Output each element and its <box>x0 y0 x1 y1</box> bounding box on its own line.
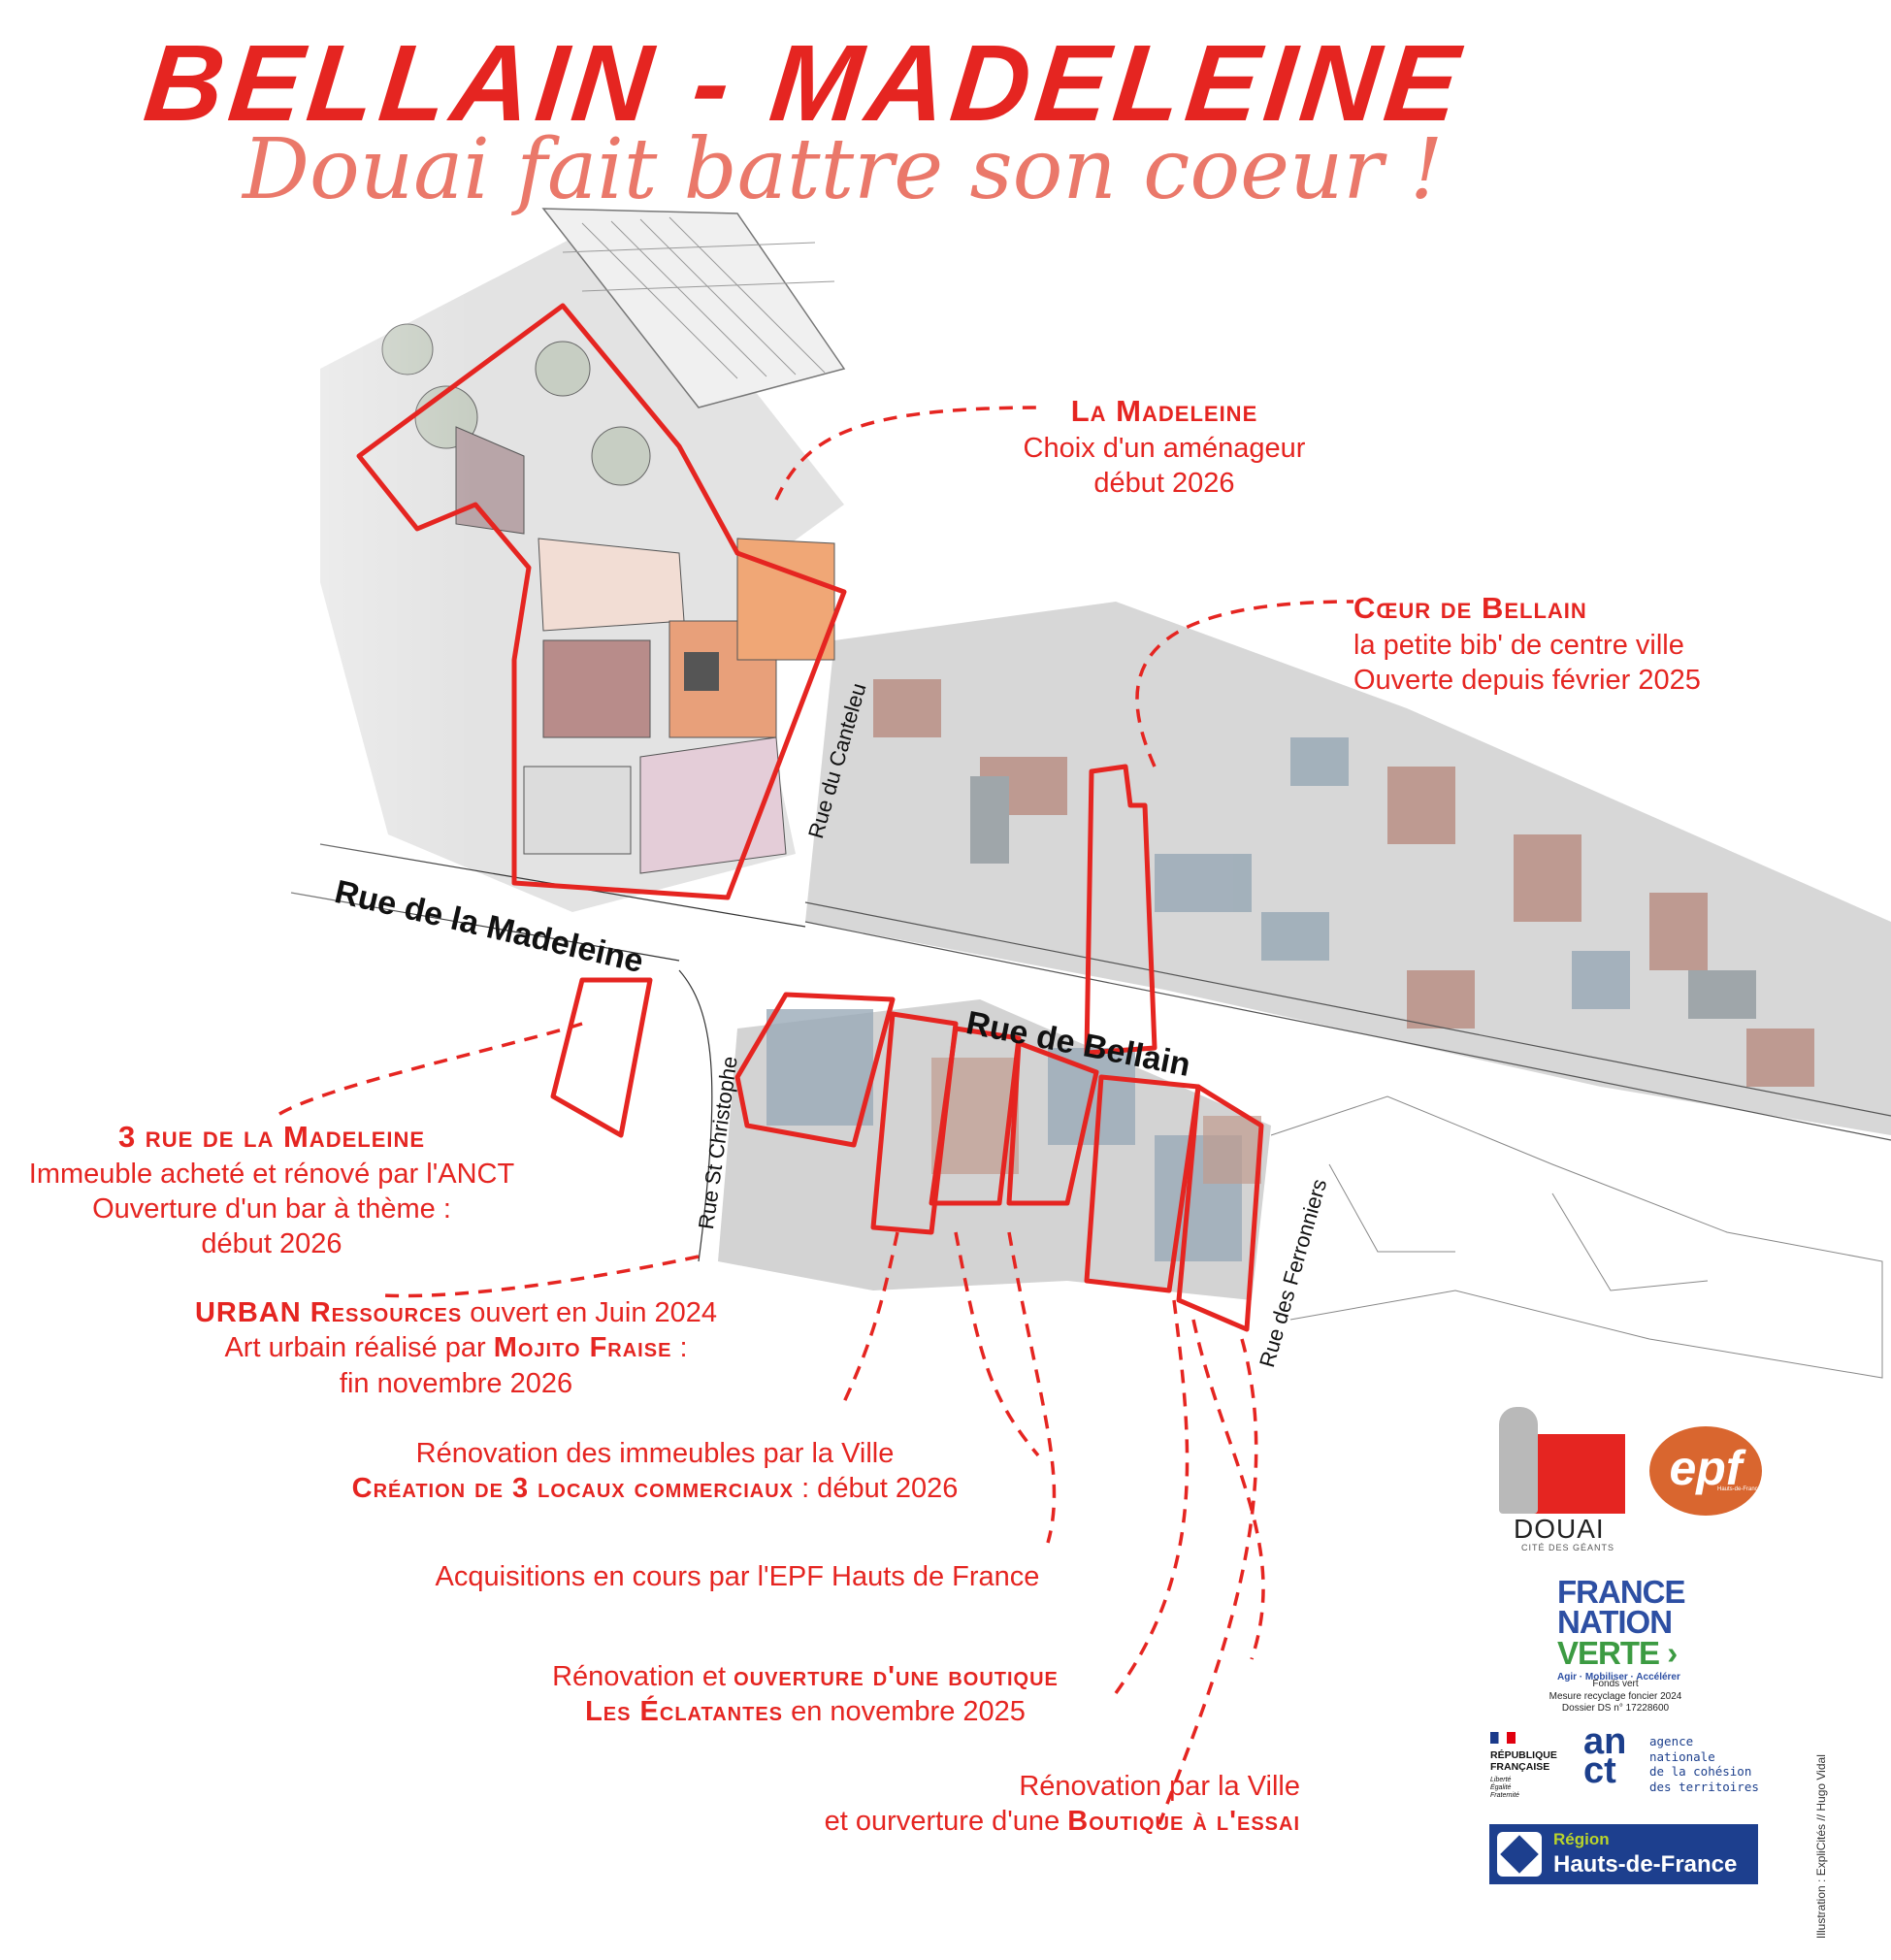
region-hauts-de-france-logo: Région Hauts-de-France <box>1489 1824 1758 1884</box>
annotation-text: : <box>671 1332 688 1364</box>
annotation-line: Acquisitions en cours par l'EPF Hauts de… <box>435 1561 1040 1592</box>
poster-subtitle: Douai fait battre son coeur ! <box>243 121 1444 218</box>
annotation-la-madeleine: La Madeleine Choix d'un aménageur début … <box>1009 393 1320 501</box>
annotation-line: Immeuble acheté et rénové par l'ANCT <box>28 1158 515 1190</box>
annotation-line: fin novembre 2026 <box>339 1367 573 1399</box>
annotation-coeur-bellain: Cœur de Bellain la petite bib' de centre… <box>1353 590 1848 698</box>
annotation-line: et ourverture d'une Boutique à l'essai <box>621 1804 1300 1839</box>
region-label: Région <box>1553 1830 1610 1848</box>
annotation-highlight: ouverture d'une boutique <box>734 1661 1059 1692</box>
epf-logo-name: epf <box>1669 1441 1743 1495</box>
anct-logo: an ct <box>1583 1721 1627 1792</box>
annotation-line: début 2026 <box>1093 468 1235 499</box>
fonds-line: Mesure recyclage foncier 2024 <box>1549 1690 1682 1702</box>
annotation-renovation-ville: Rénovation des immeubles par la Ville Cr… <box>243 1436 1067 1507</box>
annotation-3-rue-madeleine: 3 rue de la Madeleine Immeuble acheté et… <box>19 1119 524 1262</box>
annotation-highlight: Création de 3 locaux commerciaux <box>351 1473 795 1505</box>
anct-line: de la cohésion <box>1649 1764 1752 1780</box>
annotation-text: en novembre 2025 <box>783 1696 1026 1728</box>
annotation-text: ouvert en Juin 2024 <box>462 1297 718 1328</box>
annotation-line: Rénovation par la Ville <box>1019 1771 1300 1802</box>
rf-line: FRANÇAISE <box>1490 1761 1550 1774</box>
fnv-verte: VERTE <box>1557 1634 1660 1671</box>
annotation-highlight: Boutique à l'essai <box>1067 1806 1300 1838</box>
annotation-line: Les Éclatantes en novembre 2025 <box>466 1694 1145 1729</box>
giant-figure-icon <box>1499 1407 1538 1514</box>
republique-francaise-logo: RÉPUBLIQUE FRANÇAISE Liberté Égalité Fra… <box>1490 1732 1578 1799</box>
illustration-credit: Illustration : ExpliCités // Hugo Vidal <box>1814 1754 1828 1939</box>
annotation-line: Ouverture d'un bar à thème : <box>92 1193 451 1225</box>
annotation-line: Art urbain réalisé par Mojito Fraise : <box>136 1330 776 1365</box>
anct-name: agence nationale de la cohésion des terr… <box>1649 1734 1766 1795</box>
anct-line: des territoires <box>1649 1779 1759 1794</box>
annotation-text: : début 2026 <box>794 1473 959 1505</box>
rf-motto-line: Égalité <box>1490 1783 1512 1791</box>
project-outlines <box>356 303 1264 1332</box>
annotation-line: URBAN Ressources ouvert en Juin 2024 <box>136 1295 776 1330</box>
fnv-tagline: Agir · Mobiliser · Accélérer <box>1557 1672 1680 1683</box>
rf-motto-line: Fraternité <box>1490 1791 1519 1799</box>
fonds-line: Fonds vert <box>1592 1679 1639 1689</box>
rf-motto-line: Liberté <box>1490 1777 1512 1784</box>
rf-motto: Liberté Égalité Fraternité <box>1490 1777 1578 1799</box>
annotation-text: Rénovation et <box>552 1661 734 1692</box>
france-nation-verte-logo: FRANCE NATION VERTE › Agir · Mobiliser ·… <box>1557 1574 1693 1683</box>
region-name: Hauts-de-France <box>1553 1851 1738 1878</box>
annotation-line: Rénovation et ouverture d'une boutique <box>466 1659 1145 1694</box>
douai-logo: DOUAI CITÉ DES GÉANTS <box>1484 1407 1630 1552</box>
rf-line: RÉPUBLIQUE <box>1490 1749 1557 1761</box>
annotation-text: Art urbain réalisé par <box>224 1332 494 1364</box>
annotation-highlight: Les Éclatantes <box>585 1696 784 1728</box>
annotation-eclatantes: Rénovation et ouverture d'une boutique L… <box>466 1659 1145 1730</box>
annotation-highlight: URBAN Ressources <box>194 1297 463 1328</box>
fnv-line: VERTE › <box>1557 1634 1693 1671</box>
annotation-heading: La Madeleine <box>1070 394 1258 428</box>
french-flag-icon <box>1490 1732 1516 1744</box>
annotation-line: la petite bib' de centre ville <box>1353 629 1684 661</box>
leader-lines <box>276 406 1354 1825</box>
fnv-line: FRANCE <box>1557 1574 1686 1610</box>
annotation-text: et ourverture d'une <box>824 1806 1068 1838</box>
annotation-line: Création de 3 locaux commerciaux : début… <box>243 1471 1067 1506</box>
fonds-line: Dossier DS n° 17228600 <box>1561 1703 1670 1714</box>
douai-logo-tagline: CITÉ DES GÉANTS <box>1521 1543 1615 1552</box>
annotation-line: Ouverte depuis février 2025 <box>1353 665 1701 696</box>
annotation-heading: Cœur de Bellain <box>1353 591 1587 625</box>
annotation-boutique-essai: Rénovation par la Ville et ourverture d'… <box>621 1769 1300 1840</box>
annotation-line: début 2026 <box>201 1228 342 1260</box>
annotation-highlight: Mojito Fraise <box>493 1332 672 1364</box>
fnv-line: NATION <box>1557 1604 1673 1641</box>
chevron-right-icon: › <box>1667 1634 1678 1671</box>
douai-logo-square <box>1528 1434 1625 1514</box>
annotation-line: Choix d'un aménageur <box>1023 432 1306 464</box>
annotation-heading: 3 rue de la Madeleine <box>117 1120 426 1154</box>
douai-logo-name: DOUAI <box>1514 1514 1605 1544</box>
epf-logo: epf Hauts-de-France <box>1649 1426 1762 1516</box>
anct-line: agence nationale <box>1649 1734 1715 1764</box>
annotation-epf: Acquisitions en cours par l'EPF Hauts de… <box>369 1559 1106 1594</box>
annotation-urban-ressources: URBAN Ressources ouvert en Juin 2024 Art… <box>136 1295 776 1401</box>
region-map-icon <box>1497 1832 1542 1877</box>
fonds-vert-info: Fonds vert Mesure recyclage foncier 2024… <box>1523 1679 1708 1715</box>
annotation-line: Rénovation des immeubles par la Ville <box>415 1438 895 1469</box>
epf-logo-region: Hauts-de-France <box>1717 1486 1762 1492</box>
